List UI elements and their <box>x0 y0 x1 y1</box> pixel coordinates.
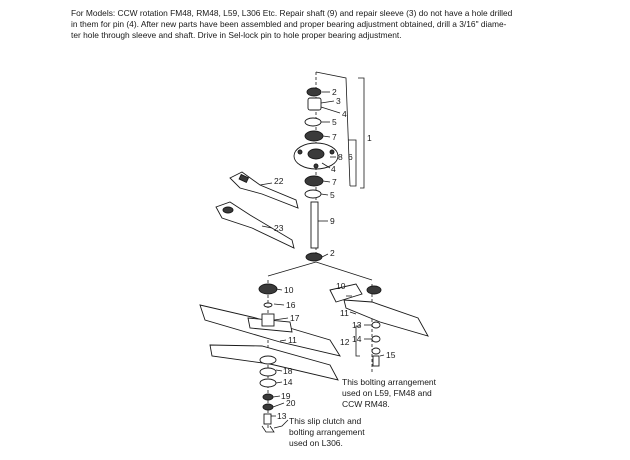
caption-right-line-1: This bolting arrangement <box>342 377 437 387</box>
housing-hub-part <box>307 148 325 160</box>
callout-11: 11 <box>288 335 297 345</box>
callout-7-lower: 7 <box>332 177 337 187</box>
clutch-nut-part <box>258 283 278 295</box>
caption-bottom-line-3: used on L306. <box>289 438 343 448</box>
callout-10: 10 <box>284 285 294 295</box>
caption-right-line-2: used on L59, FM48 and <box>342 388 432 398</box>
callout-14: 14 <box>283 377 293 387</box>
bolting-nut-part <box>366 285 382 295</box>
nut-bottom-part <box>305 252 323 262</box>
race-upper-part <box>304 130 324 142</box>
blade-23-hole <box>222 206 234 214</box>
bolting-lockwasher-part <box>371 335 381 343</box>
bolting-bolt-part <box>372 355 380 367</box>
caption-right-line-3: CCW RM48. <box>342 399 390 409</box>
bearing-upper-part <box>304 117 322 127</box>
clutch-disc-part <box>259 367 277 377</box>
split-leader-right <box>315 261 373 281</box>
axis-leader <box>315 71 351 187</box>
callout-1: 1 <box>367 133 372 143</box>
callout-2-lower: 2 <box>330 248 335 258</box>
callout-6: 6 <box>348 152 353 162</box>
bracket-12 <box>355 325 360 357</box>
callout-14-right: 14 <box>352 334 362 344</box>
caption-bottom-line-2: bolting arrangement <box>289 427 365 437</box>
clutch-spring-part <box>262 393 274 401</box>
blade-stub-part <box>329 283 363 303</box>
callout-8: 8 <box>338 152 343 162</box>
note-line-3: ter hole through sleeve and shaft. Drive… <box>71 30 402 41</box>
clutch-pin-part <box>263 302 273 308</box>
callout-11-right: 11 <box>340 308 349 318</box>
callout-23: 23 <box>274 223 284 233</box>
housing-bolt-part <box>297 149 303 155</box>
callout-3: 3 <box>336 96 341 106</box>
callout-5-lower: 5 <box>330 190 335 200</box>
callout-16: 16 <box>286 300 296 310</box>
callout-17: 17 <box>290 313 300 323</box>
blade-upper-part <box>199 304 341 357</box>
sleeve-part <box>307 97 322 111</box>
callout-2: 2 <box>332 87 337 97</box>
note-line-1: For Models: CCW rotation FM48, RM48, L59… <box>71 8 513 18</box>
bolting-washer-part <box>371 321 381 329</box>
callout-10-right: 10 <box>336 281 346 291</box>
callout-12: 12 <box>340 337 350 347</box>
housing-bolt-part <box>329 149 335 155</box>
split-leader-left <box>267 261 317 277</box>
slip-clutch-assembly: 10 16 17 11 18 14 19 20 13 <box>199 280 341 433</box>
callout-19: 19 <box>281 391 291 401</box>
callout-15: 15 <box>386 350 396 360</box>
clutch-lockwasher-part <box>262 403 274 411</box>
bearing-lower-part <box>304 189 322 199</box>
bolting-spacer-part <box>371 347 381 355</box>
clutch-bolt-head <box>261 425 275 433</box>
callout-18: 18 <box>283 366 293 376</box>
clutch-washer-part <box>259 355 277 365</box>
clutch-disc-part <box>259 378 277 388</box>
nut-top-part <box>306 87 322 97</box>
blade-right-part <box>343 299 429 337</box>
callout-9: 9 <box>330 216 335 226</box>
callout-13-right: 13 <box>352 320 362 330</box>
bracket-6 <box>348 139 357 187</box>
callout-13: 13 <box>277 411 287 421</box>
callout-7: 7 <box>332 132 337 142</box>
housing-bolt-part <box>313 163 319 169</box>
blade-parts: 22 23 <box>215 171 299 249</box>
callout-4: 4 <box>342 109 347 119</box>
bracket-1 <box>358 77 365 189</box>
clutch-bolt-part <box>263 413 272 425</box>
callout-5: 5 <box>332 117 337 127</box>
shaft-part <box>310 201 319 249</box>
bolting-assembly: 10 11 13 12 14 15 <box>329 281 429 372</box>
caption-bottom-line-1: This slip clutch and <box>289 416 362 426</box>
callout-20: 20 <box>286 398 296 408</box>
clutch-block-part <box>261 313 275 327</box>
blade-22-slot <box>238 173 250 184</box>
callout-22: 22 <box>274 176 284 186</box>
note-line-2: in them for pin (4). After new parts hav… <box>71 19 507 30</box>
blade-23-part <box>215 201 295 249</box>
instruction-note: For Models: CCW rotation FM48, RM48, L59… <box>71 8 571 42</box>
callout-4-lower: 4 <box>331 164 336 174</box>
race-lower-part <box>304 175 324 187</box>
spindle-assembly: 2 3 4 5 1 7 6 8 4 7 5 9 2 <box>293 71 372 262</box>
